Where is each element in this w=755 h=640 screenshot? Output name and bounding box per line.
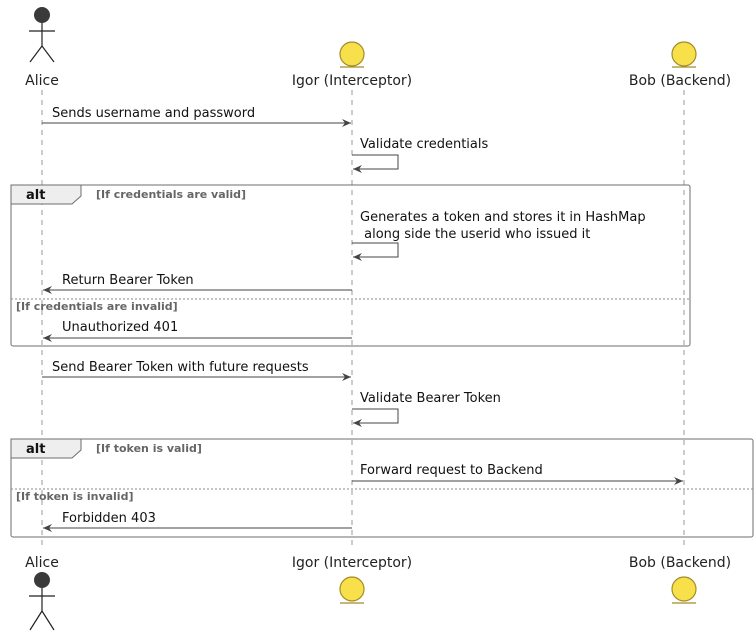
participant-igor-top: Igor (Interceptor) — [292, 73, 412, 89]
participant-alice-bottom: Alice — [25, 555, 59, 571]
alt-frame-token: alt [If token is valid] [If token is inv… — [10, 438, 754, 538]
message-label: Unauthorized 401 — [62, 320, 178, 335]
message-label: Return Bearer Token — [62, 273, 194, 288]
message-label: Validate Bearer Token — [360, 391, 501, 406]
self-message-arrow — [352, 408, 399, 427]
participant-bob-bottom: Bob (Backend) — [629, 555, 731, 571]
entity-igor-top-icon — [339, 41, 365, 68]
participant-alice-top: Alice — [25, 73, 59, 89]
entity-bob-top-icon — [671, 41, 697, 68]
alt-label: alt — [26, 442, 45, 457]
entity-bob-bottom-icon — [671, 576, 697, 604]
participant-igor-bottom: Igor (Interceptor) — [292, 555, 412, 571]
message-label: along side the userid who issued it — [360, 227, 590, 242]
entity-igor-bottom-icon — [339, 576, 365, 604]
alt-guard: [If token is valid] — [96, 442, 202, 455]
actor-alice-bottom-icon — [29, 572, 55, 631]
participant-bob-top: Bob (Backend) — [629, 73, 731, 89]
message-label: Generates a token and stores it in HashM… — [360, 210, 646, 225]
self-message-arrow — [352, 242, 399, 261]
message-label: Validate credentials — [360, 137, 489, 152]
message-label: Forward request to Backend — [360, 463, 543, 478]
alt-frame-credentials: alt [If credentials are valid] [If crede… — [10, 184, 691, 347]
message-label: Sends username and password — [52, 106, 255, 121]
message-label: Forbidden 403 — [62, 511, 156, 526]
self-message-arrow — [352, 154, 399, 173]
message-label: Send Bearer Token with future requests — [52, 360, 309, 375]
actor-alice-top-icon — [29, 7, 55, 63]
alt-guard: [If credentials are valid] — [96, 188, 246, 201]
alt-label: alt — [26, 188, 45, 203]
alt-guard: [If token is invalid] — [16, 490, 133, 503]
alt-guard: [If credentials are invalid] — [16, 300, 178, 313]
